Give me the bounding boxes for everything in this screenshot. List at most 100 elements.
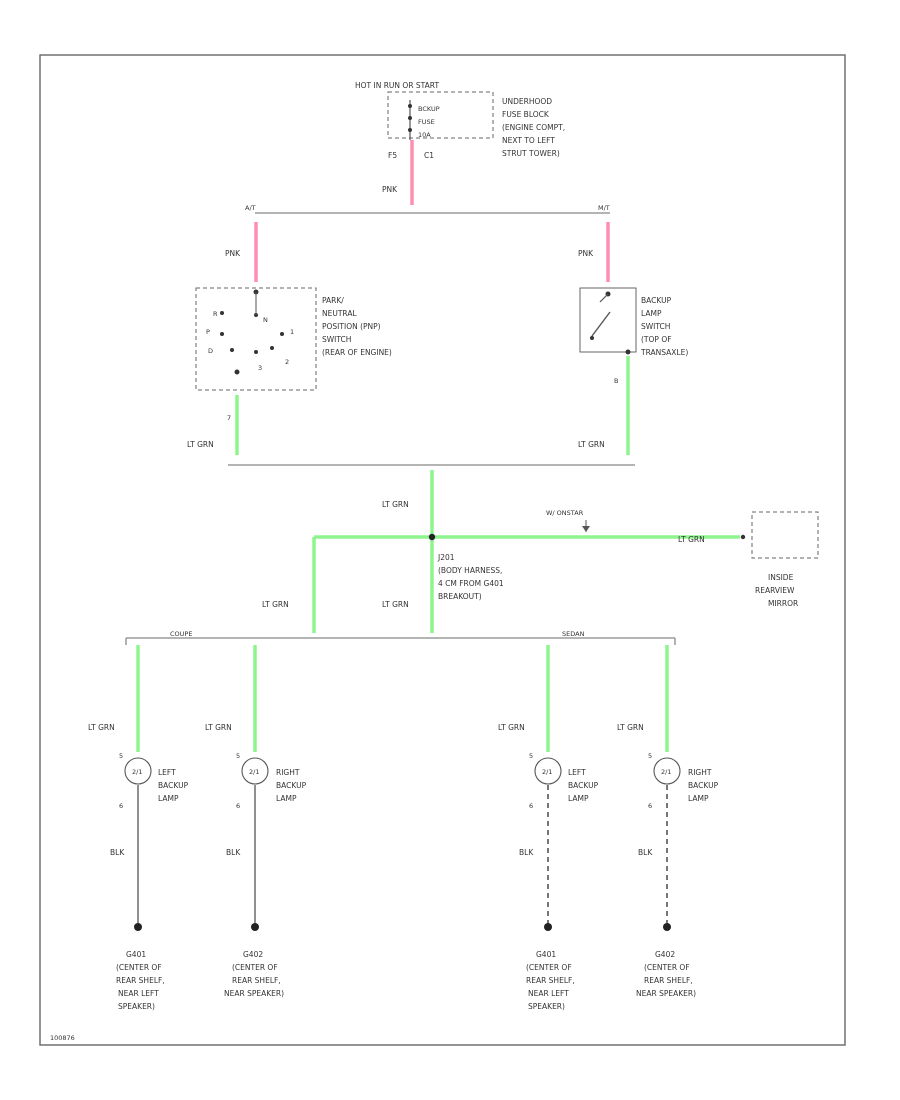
pnp-position-d: D [208,347,213,355]
lamp-sedan-left: LT GRN 2/1 5 6 LEFT BACKUP LAMP BLK G401… [498,645,599,1011]
diagram-frame [39,54,846,1046]
pnp-out-wire-label: LT GRN [187,440,214,449]
ground-line3: REAR SHELF, [232,976,281,985]
fuse-block-line5: STRUT TOWER) [502,149,560,158]
pnp-switch-box [195,287,317,391]
lamp-wire-label: LT GRN [205,723,232,732]
fuse-pin-c1: C1 [424,151,434,160]
ground-dot [251,923,259,931]
splice-left-wire-label: LT GRN [262,600,289,609]
ground-line3: REAR SHELF, [644,976,693,985]
power-header: HOT IN RUN OR START [355,81,439,90]
fuse-symbol [408,100,412,140]
ground-line4: NEAR LEFT [528,989,569,998]
lamp-coupe-right: LT GRN 2/1 5 6 RIGHT BACKUP LAMP BLK G40… [205,645,307,998]
ground-dot [134,923,142,931]
ground-line3: REAR SHELF, [116,976,165,985]
splice-option-label: W/ ONSTAR [546,509,584,517]
backup-switch-out-terminal [625,349,631,355]
lamp-pin-bottom: 6 [119,802,123,810]
lamp-symbol-label: 2/1 [542,768,552,776]
option-marker [582,520,590,532]
pnp-switch-line4: SWITCH [322,335,351,344]
ground-line4: NEAR SPEAKER) [224,989,284,998]
power-wire-label: PNK [382,185,398,194]
ground-line3: REAR SHELF, [526,976,575,985]
backup-switch-out-wire-label: LT GRN [578,440,605,449]
lamp-pin-top: 5 [648,752,652,760]
pnp-position-2: 2 [285,358,289,366]
branch-at-wire-label: PNK [225,249,241,258]
splice-line2: (BODY HARNESS, [438,566,502,575]
lamp-ground-wire-label: BLK [110,848,125,857]
fuse-block-line4: NEXT TO LEFT [502,136,555,145]
branch-mt-label: M/T [598,204,610,212]
backup-switch-line2: LAMP [641,309,662,318]
mirror-terminal [740,534,746,540]
lamp-pin-top: 5 [529,752,533,760]
ground-dot [663,923,671,931]
lamp-wire-label: LT GRN [498,723,525,732]
mirror-line3: MIRROR [768,599,798,608]
ground-line2: (CENTER OF [644,963,690,972]
lamp-ground-wire-label: BLK [226,848,241,857]
pnp-switch-line3: POSITION (PNP) [322,322,381,331]
lamp-line3: LAMP [568,794,589,803]
ground-dot [544,923,552,931]
ground-line2: (CENTER OF [526,963,572,972]
lamp-wire-label: LT GRN [88,723,115,732]
backup-switch-line5: TRANSAXLE) [640,348,688,357]
bus-sedan-label: SEDAN [562,630,585,638]
mirror-wire-label: LT GRN [678,535,705,544]
backup-switch-line3: SWITCH [641,322,670,331]
lamp-symbol-label: 2/1 [661,768,671,776]
lamp-line2: BACKUP [158,781,189,790]
ground-line4: NEAR LEFT [118,989,159,998]
fuse-block-line1: UNDERHOOD [502,97,552,106]
lamp-line1: LEFT [158,768,176,777]
fuse-label-line1: BCKUP [418,105,440,113]
ground-line2: (CENTER OF [116,963,162,972]
ground-line1: G402 [655,950,675,959]
lamp-line2: BACKUP [276,781,307,790]
lamp-symbol-label: 2/1 [132,768,142,776]
ground-line1: G401 [126,950,146,959]
pnp-position-r: R [213,310,218,318]
lamp-line1: LEFT [568,768,586,777]
lamp-sedan-right: LT GRN 2/1 5 6 RIGHT BACKUP LAMP BLK G40… [617,645,719,998]
mirror-line2: REARVIEW [755,586,795,595]
lamp-pin-bottom: 6 [236,802,240,810]
ground-line1: G401 [536,950,556,959]
lamp-line1: RIGHT [276,768,300,777]
pnp-position-1: 1 [290,328,294,336]
lamp-line2: BACKUP [568,781,599,790]
lamp-pin-bottom: 6 [529,802,533,810]
pnp-switch-line5: (REAR OF ENGINE) [322,348,392,357]
lamp-pin-top: 5 [119,752,123,760]
fuse-block-line2: FUSE BLOCK [502,110,550,119]
lamp-line1: RIGHT [688,768,712,777]
lamp-pin-top: 5 [236,752,240,760]
splice-line4: BREAKOUT) [438,592,482,601]
backup-switch-line4: (TOP OF [641,335,672,344]
lamp-ground-wire-label: BLK [638,848,653,857]
fuse-label-line2: FUSE [418,118,435,126]
backup-switch-box [579,287,637,353]
pnp-position-n: N [263,316,268,324]
pnp-position-p: P [206,328,210,336]
backup-switch-out-pin: B [614,377,618,385]
lamp-coupe-left: LT GRN 2/1 5 6 LEFT BACKUP LAMP BLK G401… [88,645,189,1011]
ground-line5: SPEAKER) [118,1002,155,1011]
pnp-position-3: 3 [258,364,262,372]
pnp-switch-line2: NEUTRAL [322,309,357,318]
fuse-pin-f5: F5 [388,151,397,160]
ground-line2: (CENTER OF [232,963,278,972]
ground-line5: SPEAKER) [528,1002,565,1011]
lamp-pin-bottom: 6 [648,802,652,810]
backup-switch-line1: BACKUP [641,296,672,305]
bus-coupe-label: COUPE [170,630,192,638]
mirror-line1: INSIDE [768,573,794,582]
pnp-switch-contacts [220,289,284,375]
fuse-block-box [387,91,494,139]
